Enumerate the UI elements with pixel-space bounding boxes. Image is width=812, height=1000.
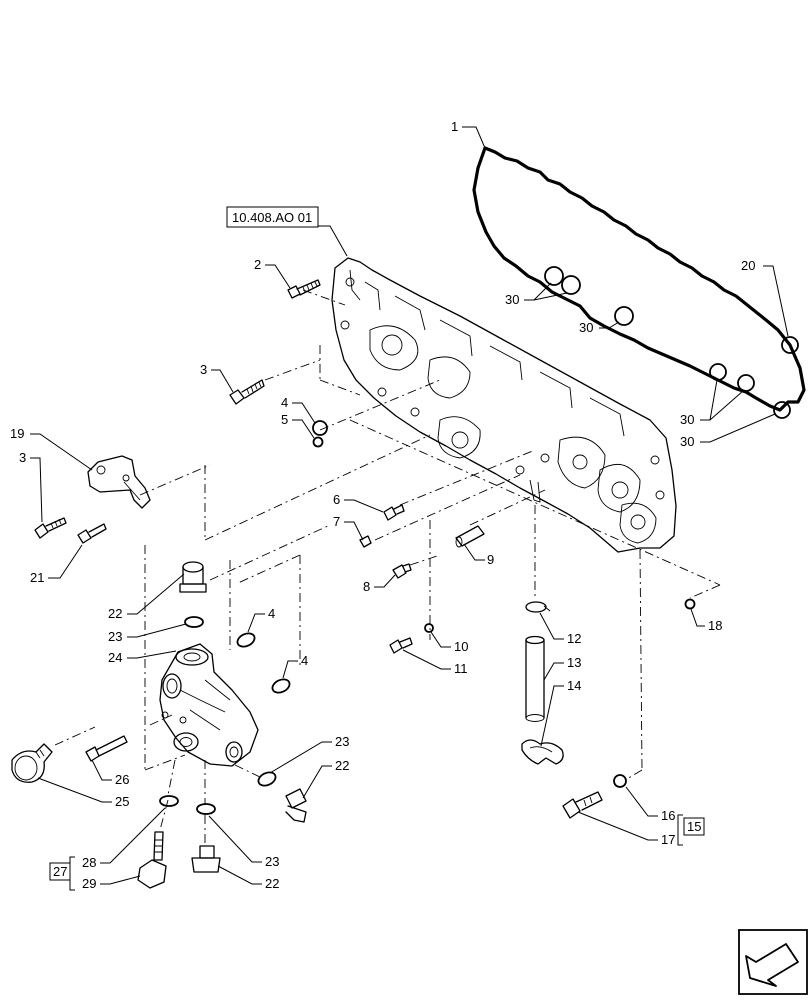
callout-30-c: 30 (680, 412, 694, 427)
sleeve-part-9 (455, 525, 485, 548)
callout-2: 2 (254, 257, 261, 272)
next-page-arrow-icon[interactable] (738, 929, 808, 995)
callout-18: 18 (708, 618, 722, 633)
sensor-part-25 (11, 743, 53, 783)
plug-part-6 (383, 504, 405, 521)
callout-26: 26 (115, 772, 129, 787)
callout-30-a: 30 (505, 292, 519, 307)
callout-12: 12 (567, 631, 581, 646)
group-box-27: 27 (49, 862, 71, 881)
callout-14: 14 (567, 678, 581, 693)
callout-28: 28 (82, 855, 96, 870)
o-ring-part-4-lower-a (236, 632, 256, 648)
callout-labels: 1 2 3 4 5 19 3 21 6 7 8 9 10 11 12 13 14… (10, 119, 755, 891)
clip-part-14 (521, 739, 564, 765)
bracket-part-19 (87, 455, 151, 509)
leader-lines (30, 126, 789, 891)
bolt-part-3-upper (229, 379, 265, 405)
o-ring-part-23-bottom (196, 803, 216, 815)
callout-22-bottom: 22 (265, 876, 279, 891)
callout-20: 20 (741, 258, 755, 273)
bolt-part-3-lower (34, 517, 67, 539)
o-ring-part-4-lower-b (271, 678, 291, 694)
assembly-lines (54, 289, 721, 845)
callout-8: 8 (363, 579, 370, 594)
o-ring-part-28 (159, 795, 179, 807)
callout-25: 25 (115, 794, 129, 809)
callout-3-lower: 3 (19, 450, 26, 465)
group-box-15: 15 (683, 817, 705, 836)
callout-4-upper: 4 (281, 395, 288, 410)
callout-30-b: 30 (579, 320, 593, 335)
reference-label: 10.408.AO 01 (232, 210, 312, 225)
tube-part-13 (525, 635, 545, 722)
callout-10: 10 (454, 639, 468, 654)
callout-23-bottom: 23 (265, 854, 279, 869)
callout-9: 9 (487, 552, 494, 567)
o-ring-part-23-right (257, 771, 277, 787)
callout-24: 24 (108, 650, 122, 665)
fitting-part-17 (562, 791, 603, 819)
o-ring-part-16 (613, 774, 627, 788)
bolt-part-26 (85, 735, 128, 762)
housing-part-24 (159, 643, 259, 767)
callout-23-top: 23 (108, 629, 122, 644)
plug-part-22-top (179, 561, 207, 593)
clamp-part-12 (525, 601, 551, 613)
plug-part-8 (392, 563, 412, 579)
callout-30-d: 30 (680, 434, 694, 449)
callout-6: 6 (333, 492, 340, 507)
callout-3-upper: 3 (200, 362, 207, 377)
callout-7: 7 (333, 514, 340, 529)
callout-27: 27 (53, 864, 67, 879)
callout-4-lower-a: 4 (268, 606, 275, 621)
gasket-part-1 (472, 146, 806, 419)
callout-1: 1 (451, 119, 458, 134)
plug-part-7 (359, 535, 372, 548)
washer-part-10 (424, 623, 434, 633)
callout-21: 21 (30, 570, 44, 585)
reference-box[interactable]: 10.408.AO 01 (226, 206, 319, 228)
callout-19: 19 (10, 426, 24, 441)
bolt-part-29 (137, 831, 167, 889)
callout-16: 16 (661, 808, 675, 823)
callout-22-top: 22 (108, 606, 122, 621)
callout-23-right: 23 (335, 734, 349, 749)
o-ring-part-23-top (184, 616, 204, 628)
plug-part-22-bottom (191, 845, 221, 873)
o-ring-part-4-upper (312, 420, 328, 436)
plug-part-22-right (285, 788, 307, 823)
engine-block-panel (331, 257, 677, 553)
plug-part-18 (684, 598, 696, 610)
bolt-part-2 (287, 279, 321, 299)
bolt-part-11 (389, 637, 413, 654)
callout-13: 13 (567, 655, 581, 670)
callout-15: 15 (687, 819, 701, 834)
bolt-part-21 (77, 523, 107, 544)
callout-17: 17 (661, 832, 675, 847)
callout-11: 11 (454, 661, 468, 676)
callout-29: 29 (82, 876, 96, 891)
callout-5: 5 (281, 412, 288, 427)
callout-4-lower-b: 4 (301, 653, 308, 668)
o-ring-part-5 (312, 436, 324, 448)
callout-22-right: 22 (335, 758, 349, 773)
